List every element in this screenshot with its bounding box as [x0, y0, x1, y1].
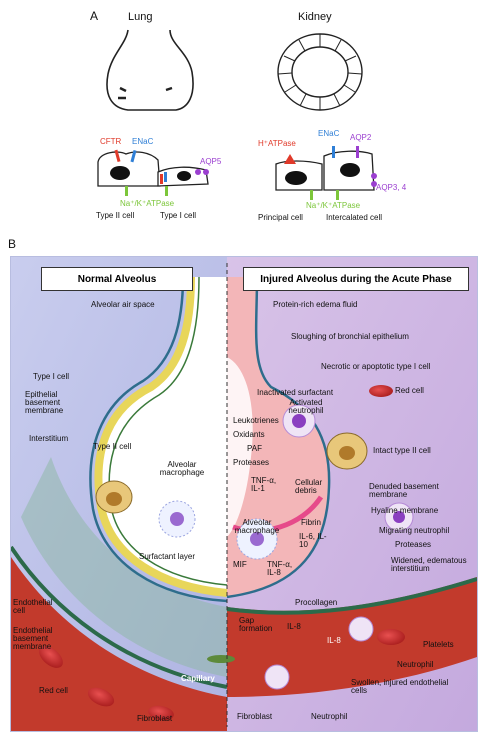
type2-cell-label: Type II cell	[96, 211, 135, 220]
label-type1-left: Type I cell	[33, 372, 70, 381]
interstitium-band	[21, 457, 227, 677]
endothelium-left	[11, 545, 228, 689]
label-swollen: Swollen, injured endothelial cells	[351, 678, 449, 695]
type1-epithelium	[94, 276, 228, 597]
label-air-space: Alveolar air space	[91, 300, 155, 309]
activated-neutrophil-nucleus	[292, 414, 306, 428]
label-intact-type2: Intact type II cell	[373, 446, 431, 455]
injured-alveolus-title: Injured Alveolus during the Acute Phase	[260, 273, 452, 285]
kidney-tubule-sketch	[277, 33, 363, 111]
label-fibrin: Fibrin	[301, 518, 322, 527]
label-surfactant: Surfactant layer	[139, 552, 196, 561]
label-macrophage-left: Alveolar macrophage	[159, 460, 205, 477]
label-il8-b: IL-8	[327, 636, 341, 645]
hatpase-label: H⁺ATPase	[258, 139, 296, 148]
label-proteases: Proteases	[233, 458, 270, 467]
kidney-pump-label: Na⁺/K⁺ATPase	[306, 201, 361, 210]
label-red-cell-right: Red cell	[395, 386, 424, 395]
kidney-enac-label: ENaC	[318, 129, 340, 138]
label-gap-formation: Gap formation	[239, 616, 273, 633]
intercalated-cell-label: Intercalated cell	[326, 213, 383, 222]
panel-b: Normal Alveolus Injured Alveolus during …	[10, 256, 478, 732]
injured-alveolus-header: Injured Alveolus during the Acute Phase	[243, 267, 469, 291]
label-fibroblast-left: Fibroblast	[137, 714, 173, 723]
label-neutrophil-1: Neutrophil	[397, 660, 434, 669]
label-paf: PAF	[247, 444, 262, 453]
label-epi-bm: Epithelial basement membrane	[25, 390, 64, 415]
neutrophil-capillary-1	[348, 616, 374, 642]
label-endothelial: Endothelial cell	[13, 598, 53, 615]
migrating-neutrophil-nucleus	[393, 511, 405, 523]
label-oxidants: Oxidants	[233, 430, 265, 439]
injured-air-space	[227, 357, 253, 537]
type2-nucleus-left	[106, 492, 122, 506]
label-neutrophil-2: Neutrophil	[311, 712, 348, 721]
panel-b-letter: B	[8, 237, 17, 251]
label-tnf-il8: TNF-α, IL-8	[267, 560, 293, 577]
lung-enac-label: ENaC	[132, 137, 154, 146]
label-inactivated: Inactivated surfactant	[257, 388, 334, 397]
macrophage-nucleus-right	[250, 532, 264, 546]
lung-title: Lung	[128, 11, 153, 23]
label-il8-a: IL-8	[287, 622, 301, 631]
alveolar-air-space	[98, 277, 227, 593]
lung-pump-label: Na⁺/K⁺ATPase	[120, 199, 175, 208]
label-procollagen: Procollagen	[295, 598, 338, 607]
label-migrating: Migrating neutrophil	[379, 526, 450, 535]
red-cell-left-2	[87, 687, 115, 707]
label-red-cell-left: Red cell	[39, 686, 68, 695]
label-endo-bm: Endothelial basement membrane	[13, 626, 53, 651]
aqp2-label: AQP2	[350, 133, 372, 142]
capillary-left	[11, 557, 227, 731]
label-capillary: Capillary	[181, 674, 215, 683]
kidney-title: Kidney	[298, 11, 332, 23]
macrophage-nucleus-left	[170, 512, 184, 526]
label-debris: Cellular debris	[295, 478, 323, 495]
label-il6-il10: IL-6, IL-10	[299, 532, 327, 549]
principal-cell-label: Principal cell	[258, 213, 303, 222]
label-sloughing: Sloughing of bronchial epithelium	[291, 332, 409, 341]
aqp34-label: AQP3, 4	[376, 183, 407, 192]
epithelial-basement-membrane	[89, 276, 228, 603]
red-cell-left-3	[148, 705, 174, 721]
label-mif: MIF	[233, 560, 247, 569]
label-widened: Widened, edematous interstitium	[391, 556, 467, 573]
fibroblast-left	[207, 655, 235, 663]
lung-alveolus-sketch	[106, 29, 194, 111]
label-platelets: Platelets	[423, 640, 454, 649]
panel-a-drawings	[97, 29, 377, 200]
alveolus-illustration	[11, 257, 477, 731]
lung-epithelial-cells	[97, 149, 209, 196]
label-hyaline: Hyaline membrane	[371, 506, 439, 515]
aqp5-label: AQP5	[200, 157, 222, 166]
red-cell-right	[369, 385, 393, 397]
panel-a: A Lung Kidney	[0, 0, 484, 236]
label-fibroblast-right: Fibroblast	[237, 712, 273, 721]
label-edema: Protein-rich edema fluid	[273, 300, 358, 309]
normal-alveolus-title: Normal Alveolus	[77, 273, 157, 285]
normal-alveolus-header: Normal Alveolus	[41, 267, 193, 291]
label-tnf-il1: TNF-α, IL-1	[251, 476, 277, 493]
label-proteases2: Proteases	[395, 540, 432, 549]
label-activated-neutrophil: Activated neutrophil	[288, 398, 324, 415]
panel-a-letter: A	[90, 9, 99, 23]
neutrophil-capillary-2	[264, 664, 290, 690]
denuded-basement-membrane	[226, 276, 331, 599]
label-alv-mac-right: Alveolar macrophage	[234, 518, 280, 535]
cftr-label: CFTR	[100, 137, 122, 146]
endothelium-right	[226, 577, 477, 615]
intact-type2-nucleus	[339, 446, 355, 460]
surfactant-layer	[108, 276, 228, 586]
kidney-epithelial-cells	[275, 146, 377, 200]
label-leukotrienes: Leukotrienes	[233, 416, 279, 425]
red-cell-capillary-right	[377, 629, 405, 645]
red-cell-left-1	[39, 646, 63, 668]
type1-cell-label: Type I cell	[160, 211, 197, 220]
label-type2-left: Type II cell	[93, 442, 132, 451]
label-necrotic: Necrotic or apoptotic type I cell	[321, 362, 431, 371]
label-interstitium: Interstitium	[29, 434, 69, 443]
label-denuded: Denuded basement membrane	[369, 482, 439, 499]
